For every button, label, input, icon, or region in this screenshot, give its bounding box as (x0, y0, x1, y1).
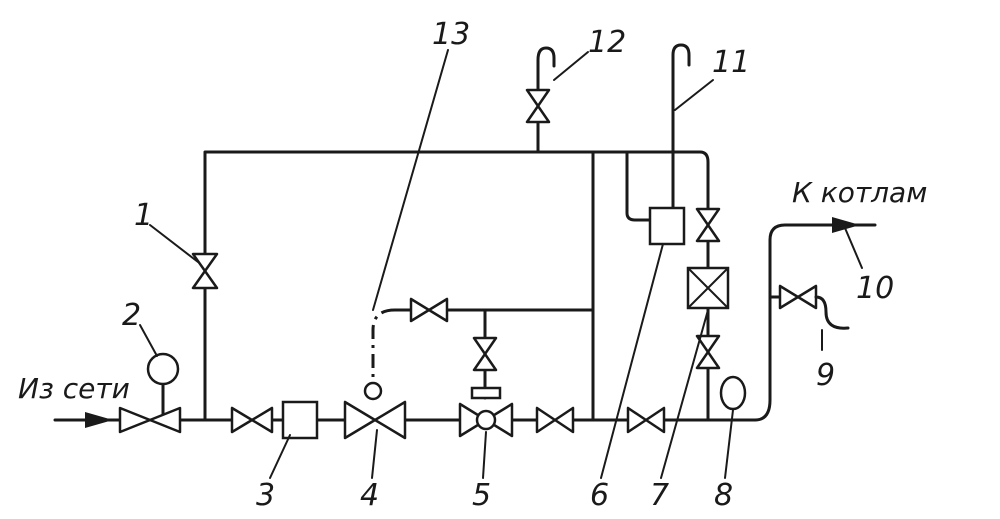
label-9: 9 (816, 358, 835, 393)
label-10: 10 (856, 271, 894, 306)
label-13: 13 (432, 17, 470, 52)
outlet-valve-a (535, 406, 575, 434)
label-2: 2 (122, 298, 141, 333)
label-8: 8 (714, 478, 733, 513)
outlet-arrow (832, 217, 860, 233)
label-12: 12 (588, 25, 626, 60)
sampling-valve-9 (778, 284, 818, 310)
inlet-label: Из сети (18, 372, 130, 405)
label-6: 6 (590, 478, 609, 513)
outlet-riser (753, 223, 877, 422)
filter-inlet-valve (230, 406, 274, 434)
label-7: 7 (650, 478, 669, 513)
gas-meter-7 (686, 266, 730, 310)
label-11: 11 (712, 45, 750, 80)
meter-upper-valve (695, 207, 721, 243)
safety-shutoff-valve-5 (458, 386, 514, 438)
label-4: 4 (360, 478, 379, 513)
inlet-valve (118, 406, 182, 434)
meter-lower-valve (695, 334, 721, 370)
device-8 (719, 375, 747, 411)
pressure-gauge-2 (146, 352, 180, 386)
label-5: 5 (472, 478, 491, 513)
purge-pipe-12 (536, 46, 556, 154)
inlet-arrow (85, 412, 113, 428)
pressure-regulator-4 (343, 381, 407, 440)
branch-to-unit-6 (625, 150, 652, 222)
control-line-13 (371, 308, 396, 388)
bypass-top-pipe (203, 150, 710, 422)
leader-lines (139, 49, 863, 479)
outlet-label: К котлам (792, 176, 927, 209)
purge-valve-12 (525, 88, 551, 124)
control-line-valve (409, 297, 449, 323)
unit-6 (648, 206, 686, 246)
label-3: 3 (256, 478, 275, 513)
filter-3 (281, 400, 319, 440)
label-1: 1 (134, 198, 153, 233)
bypass-valve-1 (191, 252, 219, 290)
sampling-hose-9 (814, 295, 850, 330)
outlet-valve-b (626, 406, 666, 434)
vent-pipe-11 (671, 43, 691, 212)
pulse-line-valve (472, 336, 498, 372)
labels: Из сети К котлам 1 2 3 4 5 6 7 8 9 10 11… (18, 17, 927, 513)
components (85, 88, 860, 440)
